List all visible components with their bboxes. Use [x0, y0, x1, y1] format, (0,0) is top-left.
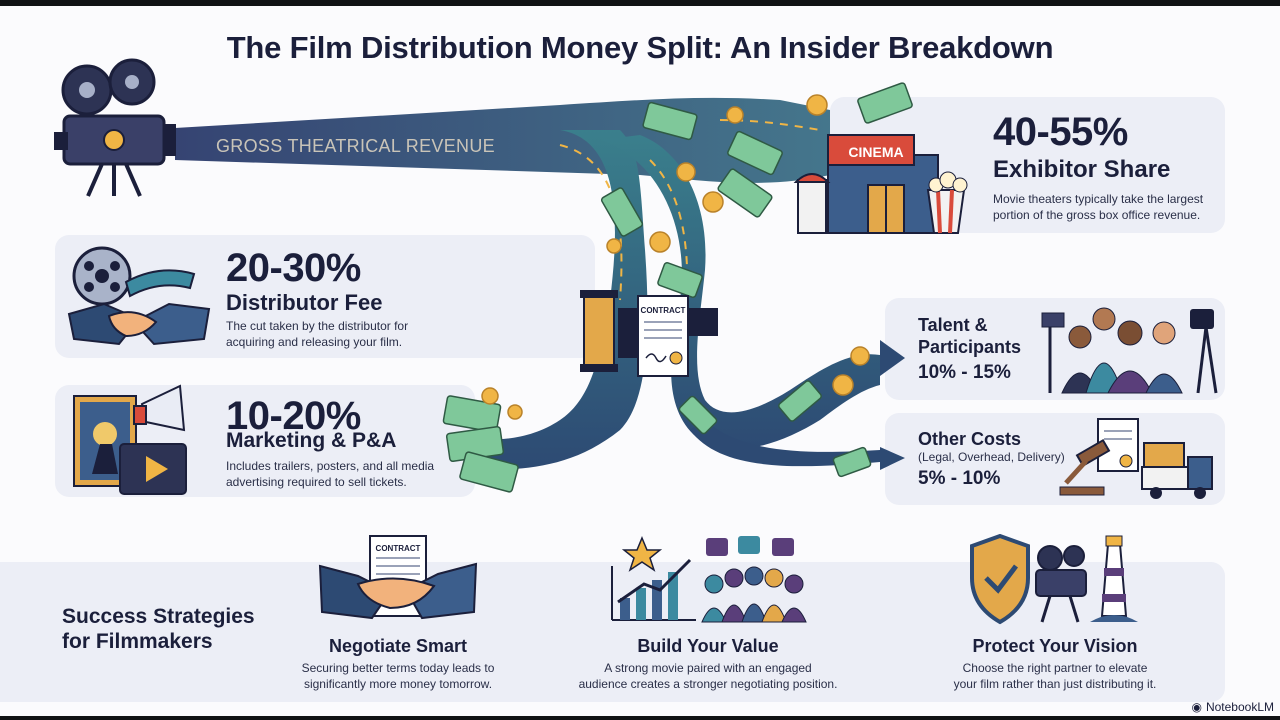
- strategy-contract-label: CONTRACT: [375, 544, 421, 553]
- exhibitor-label: Exhibitor Share: [993, 156, 1171, 183]
- strategy-title: Protect Your Vision: [972, 636, 1138, 656]
- cinema-building-icon: [793, 134, 968, 234]
- talent-people-icon: [1041, 307, 1218, 394]
- strategy-title: Negotiate Smart: [328, 636, 468, 656]
- strategy-title: Build Your Value: [637, 636, 779, 656]
- marketing-percent: 10-20%: [226, 394, 361, 438]
- marketing-description: Includes trailers, posters, and all medi…: [226, 459, 435, 489]
- brand-badge: ◉ NotebookLM: [1191, 700, 1274, 714]
- stream-other: [690, 420, 880, 467]
- other-costs-label: Other Costs: [918, 429, 1022, 449]
- cinema-sign: CINEMA: [848, 144, 904, 160]
- other-costs-sub: (Legal, Overhead, Delivery): [918, 450, 1065, 464]
- poster-megaphone-icon: [73, 384, 187, 495]
- strategies-heading: Success Strategies for Filmmakers: [62, 605, 255, 653]
- strategy-description: Securing better terms today leads to sig…: [301, 661, 495, 691]
- shield-camera-icon: [970, 534, 1138, 625]
- exhibitor-description: Movie theaters typically take the larges…: [993, 192, 1204, 222]
- handshake-contract-icon: [318, 535, 478, 620]
- distributor-description: The cut taken by the distributor for acq…: [226, 319, 409, 349]
- talent-value: 10% - 15%: [918, 362, 1011, 383]
- talent-label: Talent & Participants: [918, 315, 1022, 357]
- distributor-card: [55, 235, 595, 358]
- source-label: GROSS THEATRICAL REVENUE: [216, 136, 495, 156]
- strategy-description: Choose the right partner to elevate your…: [953, 661, 1157, 691]
- audience-growth-icon: [611, 536, 807, 623]
- bottom-border: [0, 716, 1280, 720]
- gavel-document-truck-icon: [1059, 418, 1213, 499]
- top-border: [0, 0, 1280, 6]
- notebooklm-logo-icon: ◉: [1191, 700, 1202, 714]
- contract-film-roll-icon: [580, 290, 718, 377]
- film-projector-icon: [54, 58, 176, 197]
- strategy-description: A strong movie paired with an engaged au…: [578, 661, 838, 691]
- marketing-label: Marketing & P&A: [226, 429, 397, 452]
- other-costs-value: 5% - 10%: [918, 468, 1001, 489]
- handshake-film-reel-icon: [67, 246, 211, 346]
- contract-label: CONTRACT: [640, 306, 686, 315]
- distributor-percent: 20-30%: [226, 246, 361, 290]
- stream-left: [470, 130, 648, 470]
- exhibitor-percent: 40-55%: [993, 110, 1128, 154]
- page-title: The Film Distribution Money Split: An In…: [226, 30, 1054, 65]
- distributor-label: Distributor Fee: [226, 290, 383, 315]
